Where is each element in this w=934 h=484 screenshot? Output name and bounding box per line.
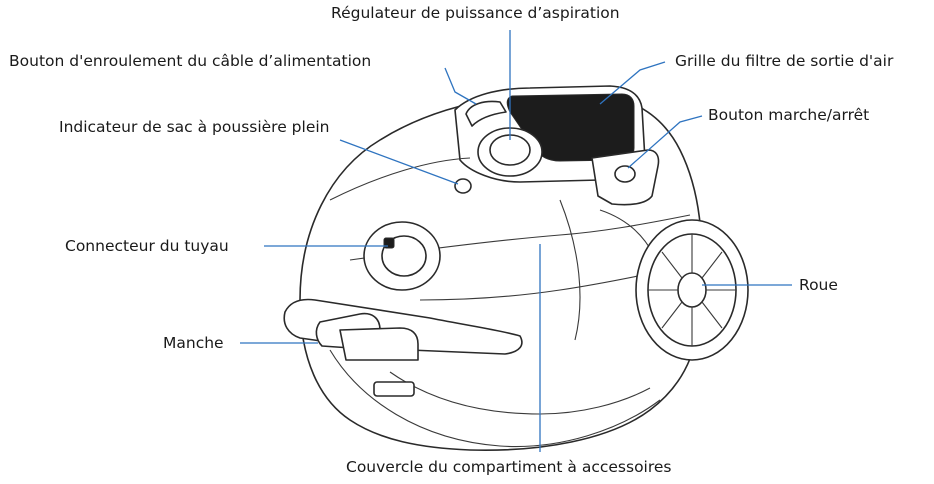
label-dust-bag-indicator: Indicateur de sac à poussière plein [59,118,330,136]
leader-indicator [339,139,459,185]
leader-lines [240,30,792,452]
cord-rewind-shape [465,100,507,127]
indicator-shape [454,178,472,194]
label-hose-connector: Connecteur du tuyau [65,237,229,255]
label-on-off-button: Bouton marche/arrêt [708,106,870,124]
label-exhaust-filter-grille: Grille du filtre de sortie d'air [675,52,894,70]
wheel-hub [677,272,707,308]
leader-cord-rewind [444,67,477,105]
carry-handle [339,327,419,361]
wheel-spokes [648,234,736,346]
leader-grille [599,61,666,105]
label-wheel: Roue [799,276,838,294]
lid-edge [559,199,581,341]
label-suction-regulator: Régulateur de puissance d’aspiration [331,4,620,22]
label-accessory-cover: Couvercle du compartiment à accessoires [346,458,672,476]
onoff-button-shape [614,165,636,183]
base-latch [373,381,415,397]
label-handle: Manche [163,334,224,352]
lower-base [329,349,661,448]
leader-onoff [627,115,703,169]
body-seam [329,157,471,201]
label-cord-rewind-button: Bouton d'enroulement du câble d’alimenta… [9,52,372,70]
